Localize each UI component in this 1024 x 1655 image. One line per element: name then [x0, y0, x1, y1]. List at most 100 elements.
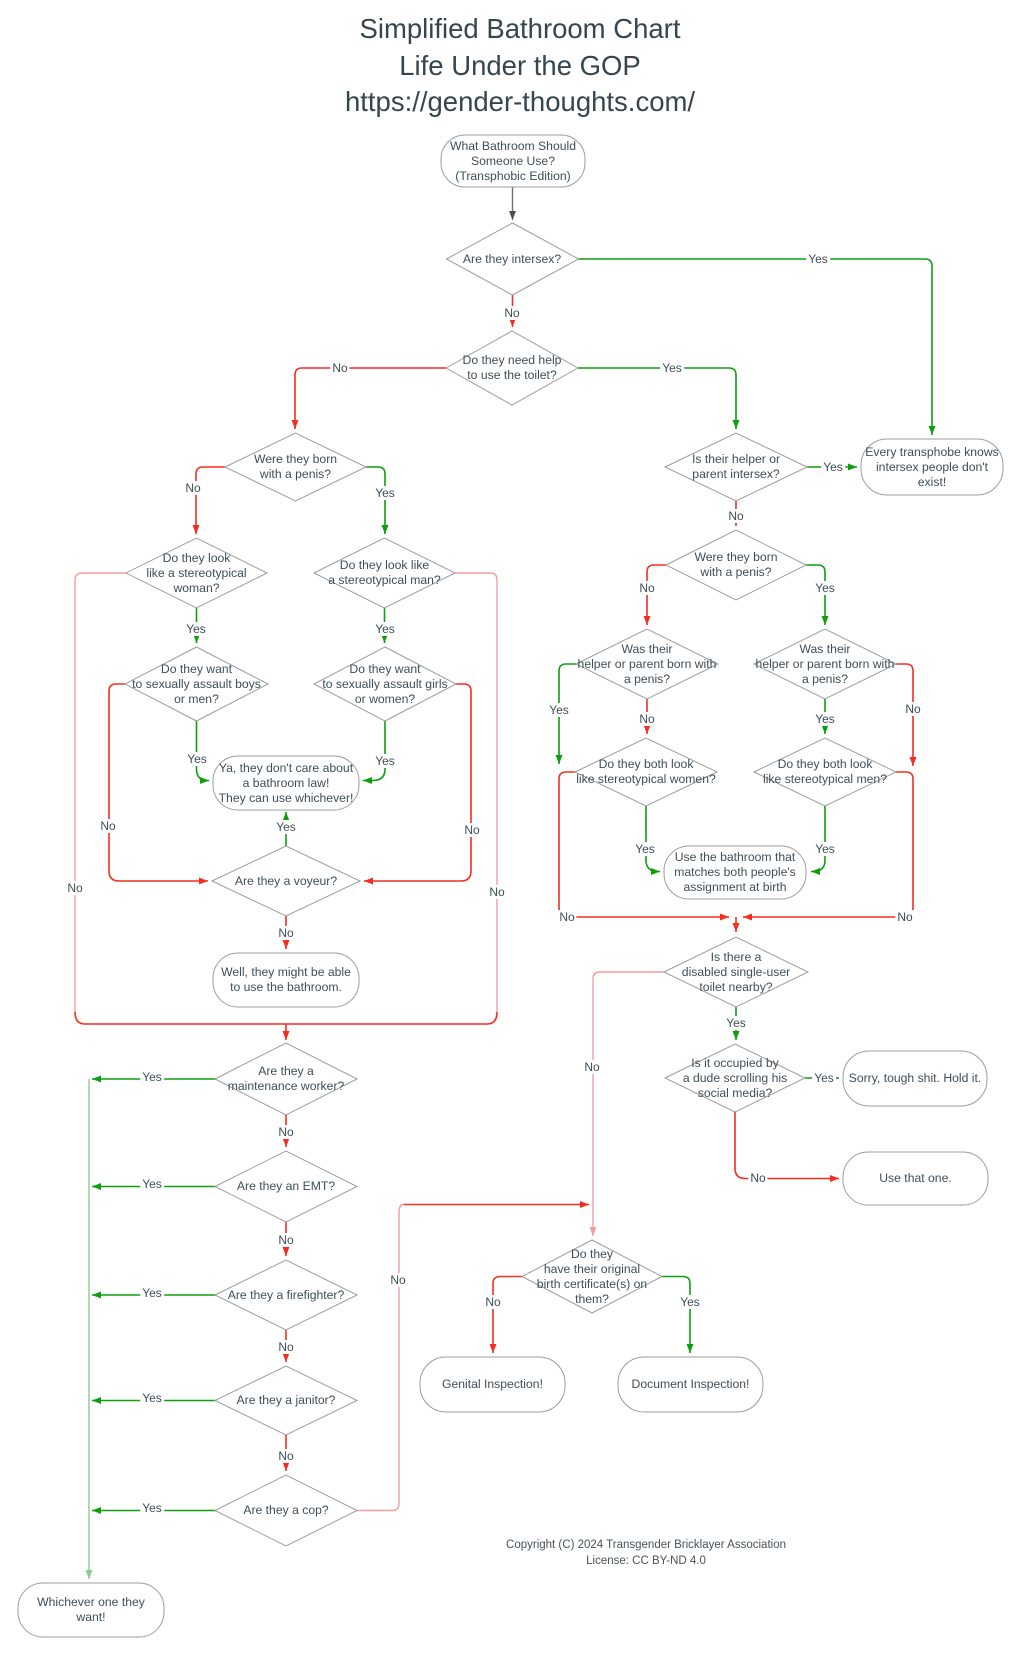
node-need-help-shape — [444, 330, 580, 406]
label-help-yes: Yes — [660, 361, 684, 375]
label-bothwomen-no: No — [557, 910, 577, 924]
label-cop-no: No — [388, 1273, 408, 1287]
label-maintenance-no: No — [276, 1125, 296, 1139]
label-bothwomen-yes: Yes — [633, 842, 657, 856]
node-both-women-shape — [573, 737, 719, 807]
label-helperintersex-yes: Yes — [821, 460, 845, 474]
label-bothmen-yes: Yes — [813, 842, 837, 856]
label-assaultboys-yes: Yes — [185, 752, 209, 766]
node-intersex-shape — [445, 222, 580, 296]
label-maintenance-yes: Yes — [140, 1070, 164, 1084]
node-both-men-shape — [752, 737, 898, 807]
edge-helperbornleft-yes — [555, 663, 576, 764]
node-janitor-shape — [213, 1365, 359, 1436]
label-bornright-no: No — [637, 581, 657, 595]
edge-help-no — [291, 367, 446, 429]
title-line-3: https://gender-thoughts.com/ — [344, 86, 696, 117]
node-transphobe-note-shape — [860, 438, 1004, 496]
node-born-penis-right-shape — [664, 529, 808, 601]
edge-bornleft-yes — [366, 466, 389, 534]
edge-assaultgirls-yes — [363, 721, 386, 784]
node-document-inspection-shape — [617, 1356, 764, 1413]
node-emt-shape — [213, 1150, 359, 1223]
label-emt-no: No — [276, 1233, 296, 1247]
label-helperbornright-yes: Yes — [813, 712, 837, 726]
label-assaultgirls-no: No — [462, 823, 482, 837]
node-helper-born-left-shape — [574, 628, 720, 700]
label-voyeur-yes: Yes — [274, 820, 298, 834]
label-lookwoman-no: No — [65, 881, 85, 895]
label-assaultgirls-yes: Yes — [373, 754, 397, 768]
edge-assaultgirls-no — [364, 683, 472, 885]
edge-certificate-yes — [662, 1275, 694, 1353]
title-line-2: Life Under the GOP — [399, 49, 641, 81]
node-assault-boys-shape — [123, 646, 270, 722]
node-birth-certificate-shape — [520, 1239, 664, 1314]
edge-intersex-yes — [578, 258, 936, 435]
label-firefighter-yes: Yes — [140, 1286, 164, 1300]
node-use-that-one-shape — [842, 1151, 989, 1206]
edge-certificate-no — [489, 1275, 522, 1353]
label-disabled-no: No — [582, 1060, 602, 1074]
edge-bothwomen-yes — [645, 806, 660, 875]
edge-bornright-yes — [806, 564, 829, 625]
label-voyeur-no: No — [276, 926, 296, 940]
label-help-no: No — [330, 361, 350, 375]
label-emt-yes: Yes — [140, 1177, 164, 1191]
node-match-assignment-shape — [663, 845, 807, 900]
chart-title: Simplified Bathroom Chart Life Under the… — [345, 11, 695, 121]
node-look-man-shape — [312, 537, 457, 609]
node-ya-whichever-shape — [212, 755, 360, 811]
label-certificate-yes: Yes — [678, 1295, 702, 1309]
label-intersex-yes: Yes — [806, 252, 830, 266]
edge-bornright-no — [643, 564, 666, 625]
label-bothmen-no: No — [895, 910, 915, 924]
edge-assaultboys-yes — [195, 721, 209, 784]
label-bornleft-yes: Yes — [373, 486, 397, 500]
node-voyeur-shape — [210, 845, 362, 917]
label-disabled-yes: Yes — [724, 1016, 748, 1030]
footer-line-2: License: CC BY-ND 4.0 — [586, 1555, 706, 1567]
label-assaultboys-no: No — [98, 819, 118, 833]
edge-lookman-no — [455, 572, 498, 1012]
footer-line-1: Copyright (C) 2024 Transgender Bricklaye… — [506, 1539, 786, 1551]
label-intersex-no: No — [502, 306, 522, 320]
label-lookwoman-yes: Yes — [184, 622, 208, 636]
label-cop-yes: Yes — [140, 1501, 164, 1515]
node-assault-girls-shape — [312, 646, 458, 722]
node-firefighter-shape — [213, 1259, 359, 1331]
label-bornleft-no: No — [183, 481, 203, 495]
node-genital-inspection-shape — [419, 1356, 566, 1413]
label-janitor-no: No — [276, 1449, 296, 1463]
edge-bornleft-no — [192, 466, 225, 534]
node-cop-shape — [213, 1474, 359, 1547]
edge-occupied-no — [734, 1112, 839, 1182]
label-lookman-no: No — [487, 885, 507, 899]
node-born-penis-left-shape — [223, 432, 368, 502]
copyright-footer: Copyright (C) 2024 Transgender Bricklaye… — [506, 1537, 786, 1569]
edge-merge-left — [74, 1011, 286, 1025]
node-helper-intersex-shape — [663, 432, 809, 502]
node-whichever-want-shape — [17, 1582, 165, 1638]
label-helperbornleft-yes: Yes — [547, 703, 571, 717]
label-occupied-yes: Yes — [812, 1071, 836, 1085]
node-look-woman-shape — [124, 537, 269, 609]
edge-disabled-no — [589, 971, 664, 1236]
label-helperbornright-no: No — [903, 702, 923, 716]
label-helperintersex-no: No — [726, 509, 746, 523]
label-helperbornleft-no: No — [637, 712, 657, 726]
label-janitor-yes: Yes — [140, 1391, 164, 1405]
node-sorry-hold-shape — [842, 1050, 988, 1107]
title-line-1: Simplified Bathroom Chart — [359, 13, 681, 44]
label-occupied-no: No — [748, 1171, 768, 1185]
edge-help-yes — [578, 367, 740, 429]
node-start-shape — [440, 134, 586, 188]
edge-bothmen-yes — [811, 806, 826, 875]
label-certificate-no: No — [483, 1295, 503, 1309]
node-occupied-dude-shape — [663, 1043, 807, 1113]
node-well-might-shape — [212, 952, 360, 1008]
label-lookman-yes: Yes — [373, 622, 397, 636]
label-bornright-yes: Yes — [813, 581, 837, 595]
node-helper-born-right-shape — [752, 628, 898, 700]
